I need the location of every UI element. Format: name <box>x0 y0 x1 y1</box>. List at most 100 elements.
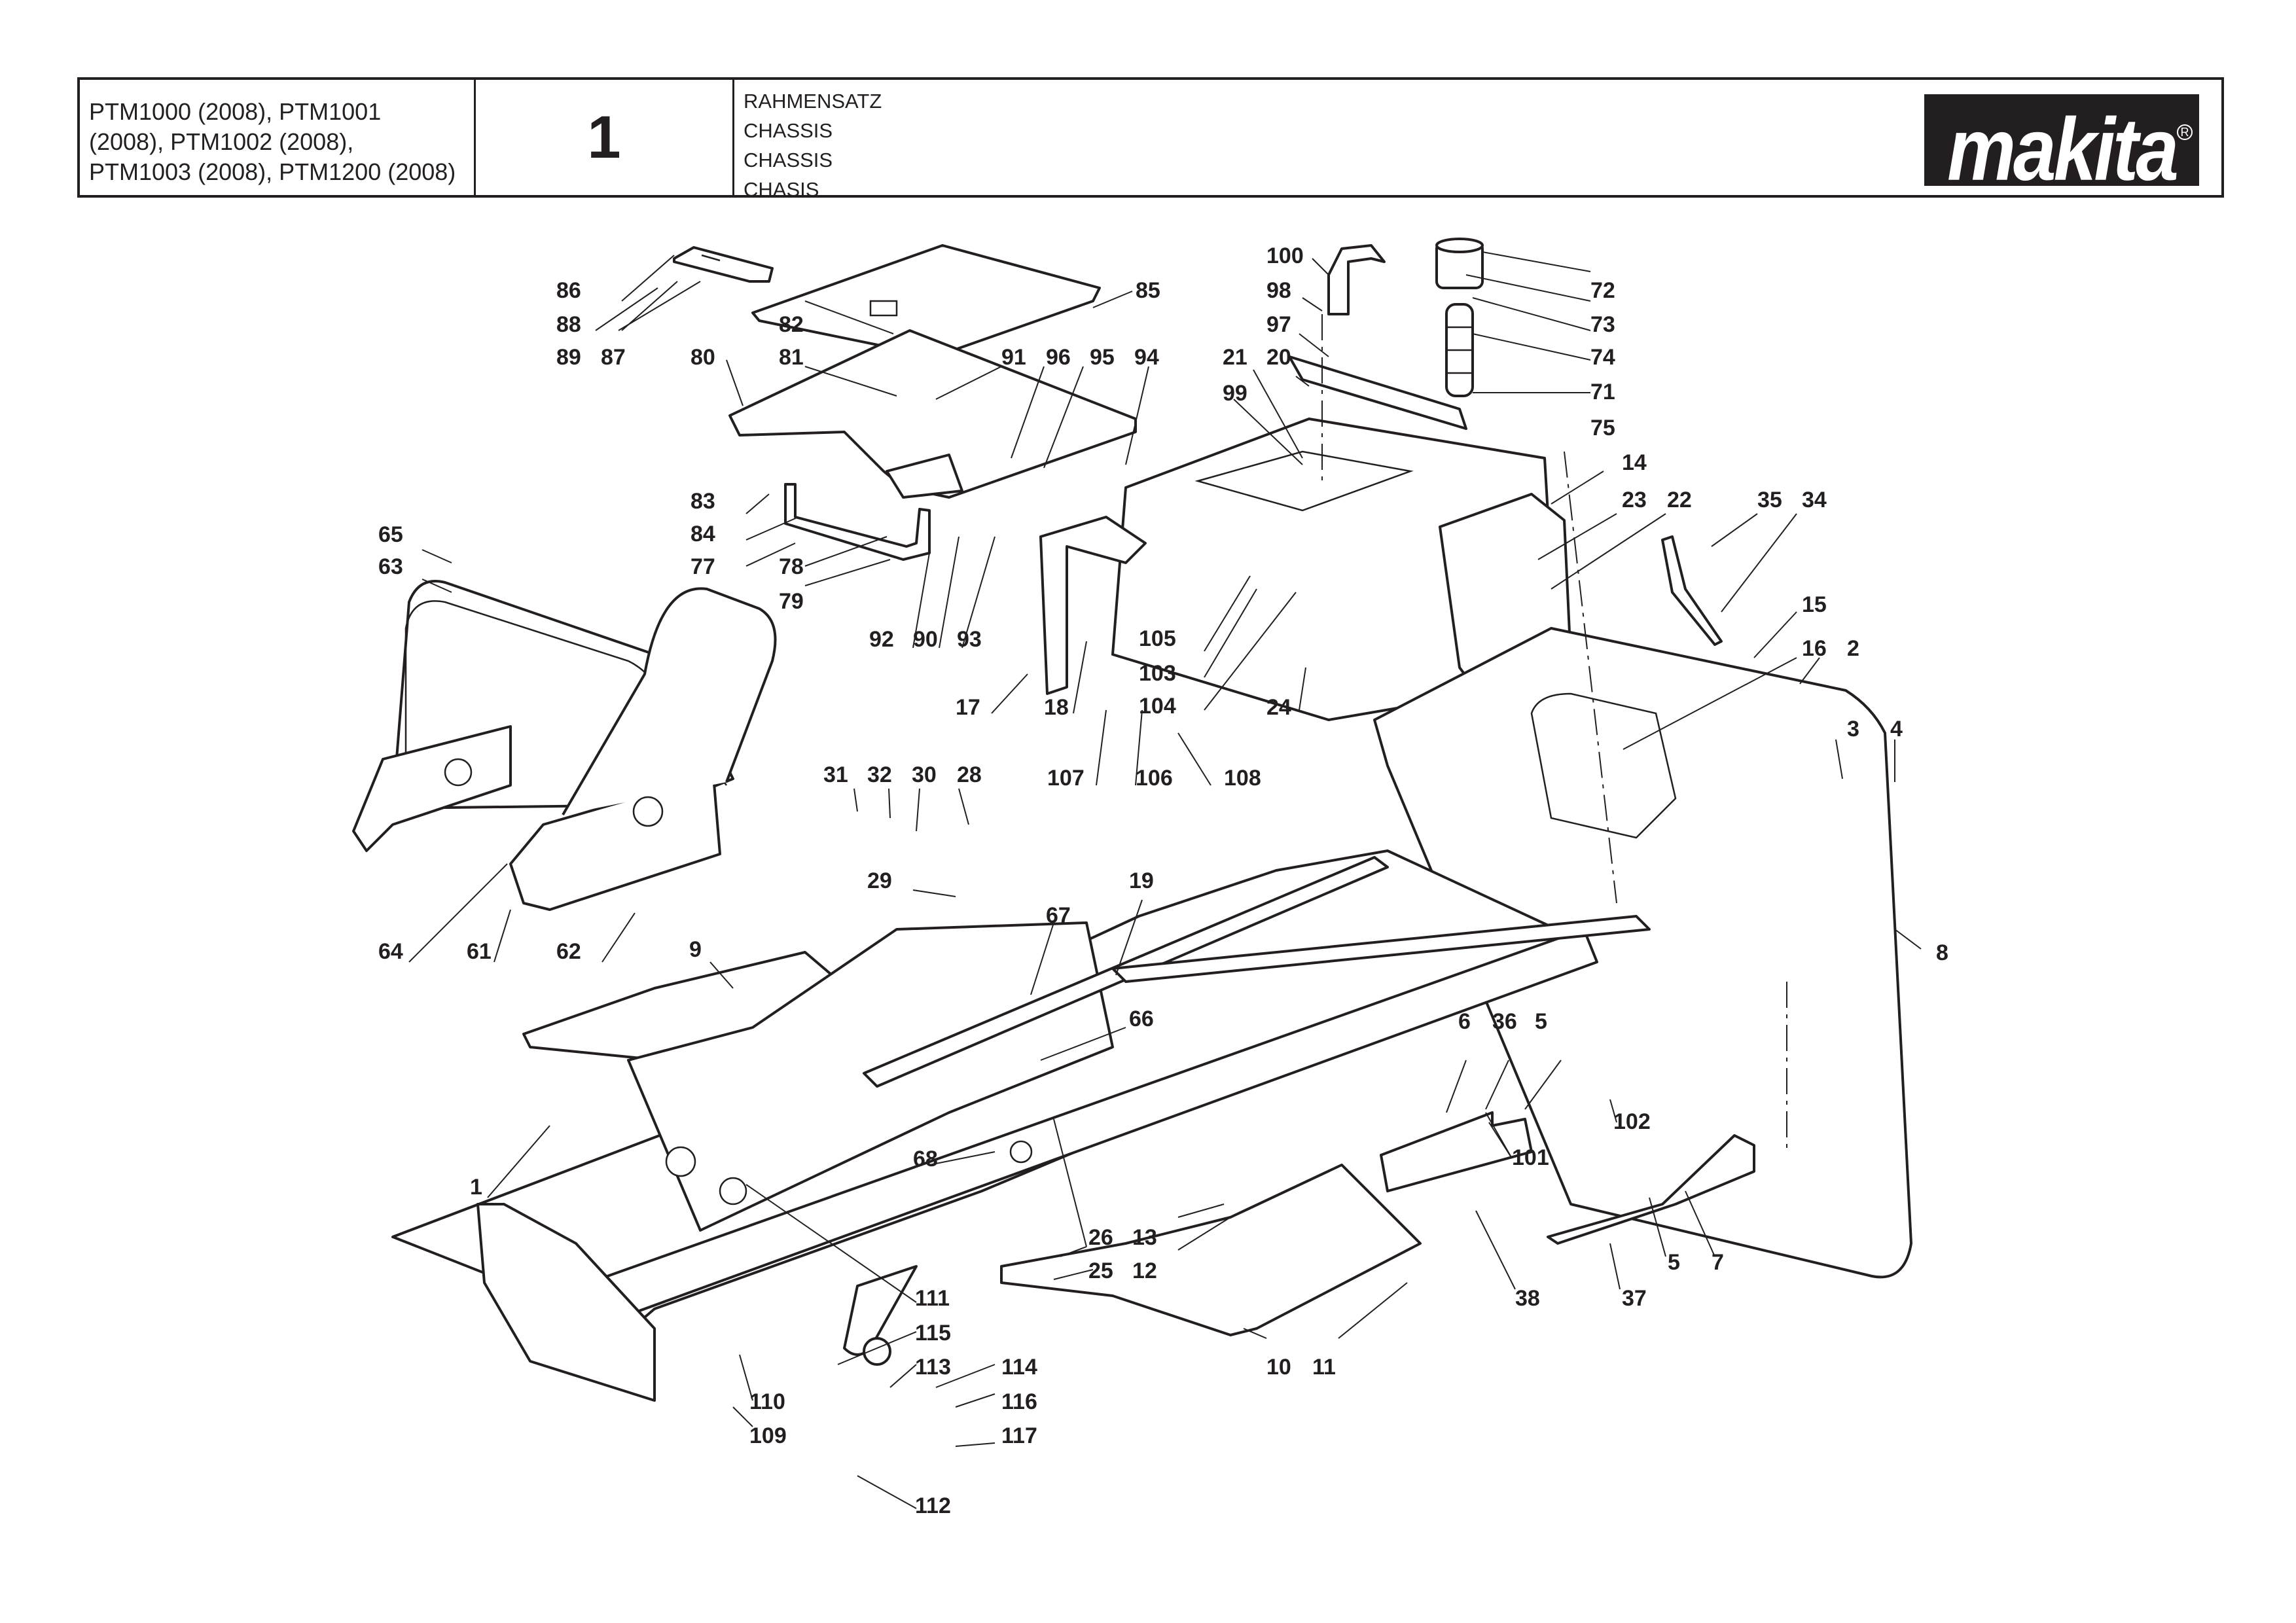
callout-35[interactable]: 35 <box>1757 488 1782 512</box>
callout-12[interactable]: 12 <box>1132 1258 1157 1283</box>
callout-82[interactable]: 82 <box>779 312 804 337</box>
callout-23[interactable]: 23 <box>1622 488 1647 512</box>
callout-115[interactable]: 115 <box>915 1321 951 1346</box>
callout-97[interactable]: 97 <box>1266 312 1291 337</box>
callout-94[interactable]: 94 <box>1134 345 1159 370</box>
callout-37[interactable]: 37 <box>1622 1286 1647 1311</box>
model-line: PTM1003 (2008), PTM1200 (2008) <box>89 158 456 185</box>
callout-38[interactable]: 38 <box>1515 1286 1540 1311</box>
callout-19[interactable]: 19 <box>1129 868 1154 893</box>
callout-80[interactable]: 80 <box>691 345 715 370</box>
callout-75[interactable]: 75 <box>1590 416 1615 440</box>
callout-85[interactable]: 85 <box>1136 278 1160 303</box>
title-es: CHASIS <box>744 178 819 201</box>
model-line: (2008), PTM1002 (2008), <box>89 128 354 155</box>
callout-63[interactable]: 63 <box>378 554 403 579</box>
part-71-spring <box>1445 303 1474 397</box>
part-34-deflector <box>1661 535 1723 646</box>
callout-6[interactable]: 6 <box>1458 1009 1471 1034</box>
callout-89[interactable]: 89 <box>556 345 581 370</box>
callout-68[interactable]: 68 <box>913 1147 938 1171</box>
callout-86[interactable]: 86 <box>556 278 581 303</box>
callout-88[interactable]: 88 <box>556 312 581 337</box>
callout-95[interactable]: 95 <box>1090 345 1115 370</box>
callout-25[interactable]: 25 <box>1088 1258 1113 1283</box>
callout-78[interactable]: 78 <box>779 554 804 579</box>
callout-65[interactable]: 65 <box>378 522 403 547</box>
callout-66[interactable]: 66 <box>1129 1007 1154 1031</box>
callout-111[interactable]: 111 <box>915 1286 950 1311</box>
callout-87[interactable]: 87 <box>601 345 626 370</box>
callout-106[interactable]: 106 <box>1136 766 1173 791</box>
callout-9[interactable]: 9 <box>689 937 702 962</box>
callout-92[interactable]: 92 <box>869 627 894 652</box>
callout-3[interactable]: 3 <box>1847 717 1859 741</box>
callout-104[interactable]: 104 <box>1139 694 1176 719</box>
callout-11[interactable]: 11 <box>1312 1355 1336 1380</box>
callout-71[interactable]: 71 <box>1590 380 1615 404</box>
callout-77[interactable]: 77 <box>691 554 715 579</box>
callout-7[interactable]: 7 <box>1712 1250 1724 1275</box>
callout-108[interactable]: 108 <box>1224 766 1261 791</box>
callout-110[interactable]: 110 <box>749 1389 785 1414</box>
callout-18[interactable]: 18 <box>1044 695 1069 720</box>
callout-73[interactable]: 73 <box>1590 312 1615 337</box>
callout-83[interactable]: 83 <box>691 489 715 514</box>
callout-5-lower[interactable]: 5 <box>1668 1250 1680 1275</box>
callout-79[interactable]: 79 <box>779 589 804 614</box>
callout-61[interactable]: 61 <box>467 939 492 964</box>
callout-114[interactable]: 114 <box>1001 1355 1037 1380</box>
callout-62[interactable]: 62 <box>556 939 581 964</box>
callout-98[interactable]: 98 <box>1266 278 1291 303</box>
callout-10[interactable]: 10 <box>1266 1355 1291 1380</box>
callout-72[interactable]: 72 <box>1590 278 1615 303</box>
callout-15[interactable]: 15 <box>1802 592 1827 617</box>
callout-34[interactable]: 34 <box>1802 488 1827 512</box>
callout-103[interactable]: 103 <box>1139 661 1176 686</box>
callout-28[interactable]: 28 <box>957 762 982 787</box>
callout-29[interactable]: 29 <box>867 868 892 893</box>
callout-8[interactable]: 8 <box>1936 940 1948 965</box>
callout-112[interactable]: 112 <box>915 1493 951 1518</box>
callout-67[interactable]: 67 <box>1046 903 1071 928</box>
callout-102[interactable]: 102 <box>1613 1109 1651 1134</box>
callout-107[interactable]: 107 <box>1047 766 1085 791</box>
callout-105[interactable]: 105 <box>1139 626 1176 651</box>
callout-96[interactable]: 96 <box>1046 345 1071 370</box>
callout-117[interactable]: 117 <box>1001 1423 1037 1448</box>
callout-31[interactable]: 31 <box>823 762 848 787</box>
callout-84[interactable]: 84 <box>691 522 715 546</box>
part-5-brace <box>1380 1111 1755 1245</box>
callout-24[interactable]: 24 <box>1266 695 1291 720</box>
callout-64[interactable]: 64 <box>378 939 403 964</box>
parts-header: PTM1000 (2008), PTM1001 (2008), PTM1002 … <box>77 77 2224 201</box>
callout-14[interactable]: 14 <box>1622 450 1647 475</box>
callout-90[interactable]: 90 <box>913 627 938 652</box>
callout-17[interactable]: 17 <box>956 695 980 720</box>
callout-5-upper[interactable]: 5 <box>1535 1009 1547 1034</box>
callout-2[interactable]: 2 <box>1847 636 1859 661</box>
callout-74[interactable]: 74 <box>1590 345 1615 370</box>
callout-99[interactable]: 99 <box>1223 381 1247 406</box>
callout-91[interactable]: 91 <box>1001 345 1026 370</box>
callout-13[interactable]: 13 <box>1132 1225 1157 1250</box>
callout-81[interactable]: 81 <box>779 345 804 370</box>
callout-32[interactable]: 32 <box>867 762 892 787</box>
callout-36[interactable]: 36 <box>1492 1009 1517 1034</box>
callout-22[interactable]: 22 <box>1667 488 1692 512</box>
callout-4[interactable]: 4 <box>1890 717 1903 741</box>
callout-100[interactable]: 100 <box>1266 243 1304 268</box>
part-85-seat-plate <box>751 244 1101 365</box>
callout-16[interactable]: 16 <box>1802 636 1827 661</box>
callout-101[interactable]: 101 <box>1512 1145 1549 1170</box>
callout-30[interactable]: 30 <box>912 762 937 787</box>
callout-93[interactable]: 93 <box>957 627 982 652</box>
callout-21[interactable]: 21 <box>1223 345 1247 370</box>
callout-116[interactable]: 116 <box>1001 1389 1037 1414</box>
callout-20[interactable]: 20 <box>1266 345 1291 370</box>
callout-1[interactable]: 1 <box>470 1175 482 1200</box>
brand-name: makita <box>1947 99 2179 186</box>
callout-26[interactable]: 26 <box>1088 1225 1113 1250</box>
callout-109[interactable]: 109 <box>749 1423 787 1448</box>
callout-113[interactable]: 113 <box>915 1355 951 1380</box>
